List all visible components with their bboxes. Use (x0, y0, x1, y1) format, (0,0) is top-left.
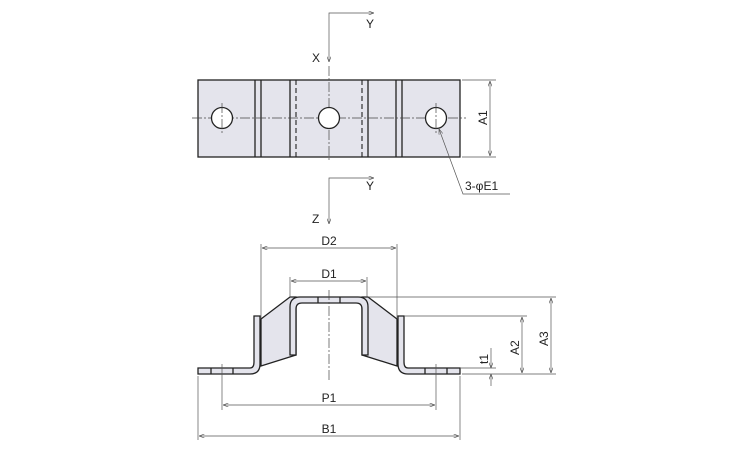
dimension-a1: A1 (462, 79, 496, 158)
dimension-t1: t1 (460, 348, 496, 386)
dimension-b1: B1 (197, 376, 461, 440)
dim-a1-label: A1 (476, 110, 490, 125)
dim-p1-label: P1 (322, 391, 337, 405)
dim-d1-label: D1 (321, 267, 337, 281)
axis-xy-top: Y X (312, 13, 374, 65)
side-view: Y Z D2 D1 A3 (197, 178, 556, 440)
dim-b1-label: B1 (322, 422, 337, 436)
dimension-d2: D2 (260, 234, 398, 318)
base-flange-left (197, 315, 261, 375)
top-view: Y X A1 3-φE1 (192, 13, 510, 195)
dimension-a3: A3 (368, 296, 556, 375)
dimension-a2: A2 (404, 315, 527, 373)
dimension-d1: D1 (289, 267, 368, 297)
mounting-holes (210, 103, 448, 133)
hole-section-lines (210, 297, 448, 374)
dimension-p1: P1 (221, 364, 437, 410)
hole-callout-label: 3-φE1 (465, 179, 498, 193)
axis-y-label-side: Y (366, 179, 374, 193)
dim-t1-label: t1 (477, 354, 491, 364)
dim-a3-label: A3 (537, 331, 551, 346)
dim-d2-label: D2 (321, 234, 337, 248)
base-flange-right (397, 315, 461, 375)
dim-a2-label: A2 (508, 340, 522, 355)
hole-callout: 3-φE1 (438, 129, 510, 195)
hole (317, 106, 341, 130)
axis-z-label: Z (312, 212, 319, 226)
axis-y-label: Y (366, 17, 374, 31)
channel-profile (289, 296, 369, 356)
bend-lines (254, 80, 403, 157)
axis-zy-side: Y Z (312, 178, 374, 226)
axis-x-label: X (312, 51, 320, 65)
